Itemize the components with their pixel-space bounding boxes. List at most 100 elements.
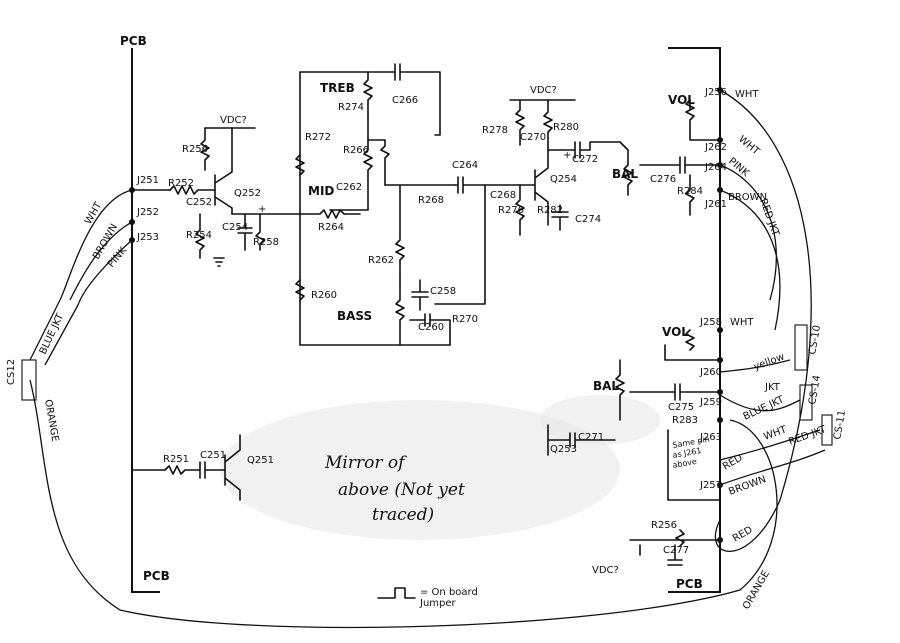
bal-label-top: BAL: [612, 167, 638, 181]
resistor-label: R260: [311, 290, 337, 301]
capacitor-label: C262: [336, 182, 362, 193]
mirror-note: Mirror of: [324, 453, 407, 473]
jack-label: J252: [136, 207, 159, 218]
resistor-label: R270: [452, 314, 478, 325]
capacitor-label: C270: [520, 132, 546, 143]
transistor-label: Q254: [550, 174, 577, 185]
wire-label: RED JKT: [757, 197, 781, 238]
capacitor-label: C274: [575, 214, 601, 225]
vol-pot-bottom: [664, 329, 721, 361]
capacitor-label: C275: [668, 402, 694, 413]
resistor-label: R284: [677, 186, 703, 197]
same-pin-box: [667, 429, 721, 501]
cs11-connector: [821, 414, 833, 446]
legend-text: = On board: [420, 587, 478, 598]
q252-body: [214, 127, 233, 215]
resistor-label: R251: [163, 454, 189, 465]
r257-symbol: [195, 213, 205, 259]
capacitor-label: C277: [663, 545, 689, 556]
mirror-note: above (Not yet: [338, 480, 465, 500]
r266-symbol: [367, 114, 390, 186]
pcb-label-bottom-left: PCB: [143, 569, 170, 583]
r278-symbol: [515, 99, 525, 146]
r280-symbol: [543, 99, 553, 151]
r256-c277: [629, 529, 721, 566]
capacitor-label: C268: [490, 190, 516, 201]
r272-symbol: [295, 154, 305, 176]
resistor-label: R254: [186, 230, 212, 241]
tone-stack-frame: [299, 71, 451, 346]
resistor-label: R268: [418, 195, 444, 206]
c275-symbol: [629, 383, 721, 401]
bal-pot-top: [619, 141, 633, 196]
bass-label: BASS: [337, 309, 372, 323]
treb-label: TREB: [320, 81, 355, 95]
wire-label: RED: [721, 452, 745, 472]
jack-label: J251: [136, 175, 159, 186]
capacitor-label: C272: [572, 154, 598, 165]
r264-symbol: [299, 209, 361, 219]
pcb-left-edge: [131, 48, 160, 593]
same-pin-note: above: [672, 457, 698, 470]
wire-label: yellow: [752, 352, 786, 373]
cs10-connector: [794, 324, 808, 371]
resistor-label: R274: [338, 102, 364, 113]
mid-label: MID: [308, 184, 334, 198]
cs12-connector: [21, 359, 37, 401]
transistor-label: Q251: [247, 455, 274, 466]
c276-symbol: [639, 156, 721, 174]
q254-body: [519, 149, 549, 211]
vol-label-top: VOL: [668, 93, 695, 107]
r262-symbol: [395, 184, 405, 281]
r284-symbol: [685, 174, 695, 216]
vol-pot-top: [685, 99, 721, 141]
pcb-label-bottom-right: PCB: [676, 577, 703, 591]
q251-body: [224, 434, 241, 501]
c272-symbol: [547, 141, 621, 159]
bal-label-bottom: BAL: [593, 379, 619, 393]
wire-label: WHT: [735, 89, 759, 100]
jack-label: J261: [704, 199, 727, 210]
yellow-jkt-cable: [719, 359, 801, 412]
plus-mark: +: [563, 150, 571, 161]
cs14-connector: [799, 384, 813, 421]
capacitor-label: C258: [430, 286, 456, 297]
wire-label: PINK: [726, 156, 751, 180]
red-jkt-cable: [719, 164, 781, 331]
wire-label: WHT: [762, 424, 789, 443]
c258-symbol: [411, 279, 429, 311]
bal-pot-bottom: [615, 359, 625, 421]
r270-wire: [434, 184, 486, 305]
capacitor-label: C251: [200, 450, 226, 461]
resistor-label: R256: [651, 520, 677, 531]
bass-pot: [395, 279, 405, 346]
jack-label: J259: [699, 397, 722, 408]
r276-symbol: [515, 184, 525, 236]
r256-symbol: [200, 127, 210, 171]
capacitor-label: C264: [452, 160, 478, 171]
vdc-label: VDC?: [530, 85, 557, 96]
transistor-label: Q252: [234, 188, 261, 199]
resistor-label: R262: [368, 255, 394, 266]
wire-label: WHT: [730, 317, 754, 328]
capacitor-label: C254: [222, 222, 248, 233]
c266-symbol: [367, 63, 441, 136]
jack-label: J253: [136, 232, 159, 243]
transistor-label: Q253: [550, 444, 577, 455]
jack-label: J258: [699, 317, 722, 328]
c260-symbol: [409, 313, 451, 346]
capacitor-label: C252: [186, 197, 212, 208]
r251-c251: [131, 461, 226, 479]
jack-label: J260: [699, 367, 722, 378]
capacitor-label: C266: [392, 95, 418, 106]
c254-symbol: [237, 213, 253, 251]
resistor-label: R264: [318, 222, 344, 233]
jack-label: J263: [699, 432, 722, 443]
wire-label: PINK: [106, 245, 130, 270]
cable-brown: [69, 221, 133, 301]
resistor-label: R278: [482, 125, 508, 136]
resistor-label: R276: [498, 205, 524, 216]
r260-symbol: [295, 279, 305, 301]
